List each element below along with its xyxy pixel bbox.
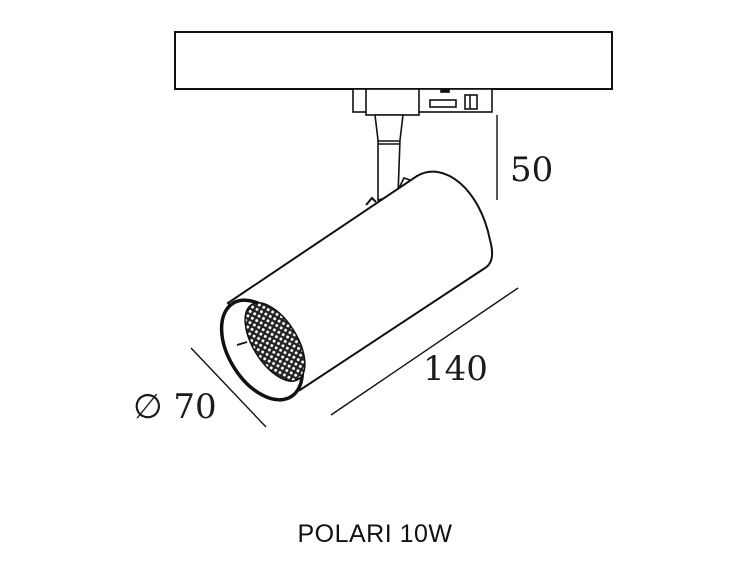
diameter-dimension-label: ∅ 70 [133, 387, 217, 427]
length-dimension-label: 140 [423, 349, 488, 389]
lens-front [219, 298, 306, 402]
diameter-dimension-line [190, 347, 267, 428]
track-adapter [352, 88, 493, 116]
length-dimension-line [330, 287, 519, 416]
product-name: POLARI 10W [297, 520, 453, 548]
track-rail [174, 31, 613, 90]
height-dimension-label: 50 [510, 150, 554, 190]
